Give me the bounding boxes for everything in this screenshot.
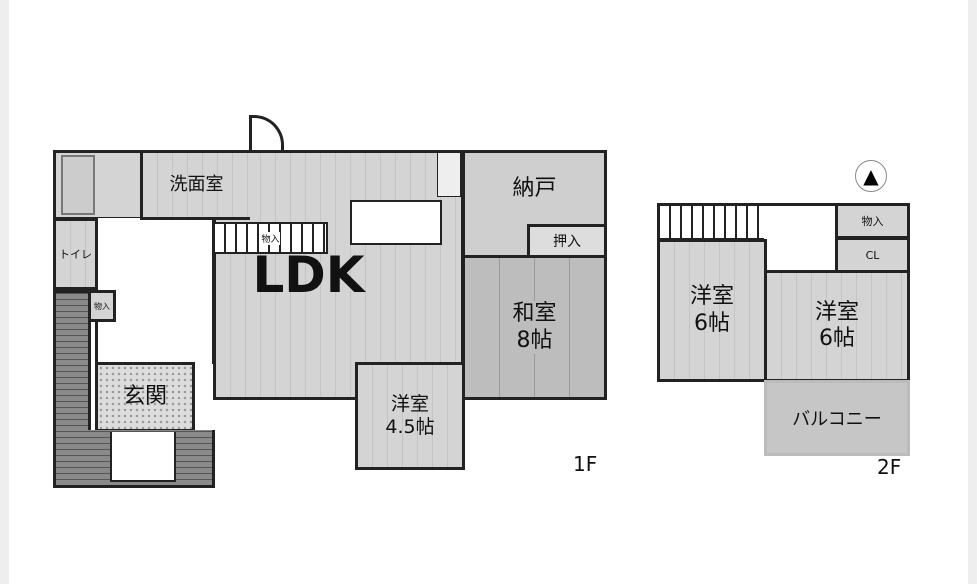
room-storage-2f: 物入 bbox=[835, 203, 910, 239]
room-label: CL bbox=[865, 248, 880, 262]
left-margin bbox=[0, 0, 9, 584]
staircase[interactable]: 物入 bbox=[213, 222, 328, 254]
room-size: 8帖 bbox=[516, 327, 553, 354]
room-storage: 物入 bbox=[88, 290, 116, 322]
room-size: 4.5帖 bbox=[385, 416, 435, 438]
kitchen-counter bbox=[350, 200, 442, 245]
floor-label-2f: 2F bbox=[877, 455, 902, 479]
room-label: 洗面室 bbox=[169, 174, 224, 196]
room-size: 6帖 bbox=[819, 326, 855, 351]
hall-2f bbox=[764, 203, 837, 273]
room-size: 6帖 bbox=[694, 310, 730, 336]
room-ldk: LDK bbox=[213, 150, 464, 400]
room-label: 物入 bbox=[861, 215, 884, 228]
room-label: バルコニー bbox=[792, 409, 882, 430]
room-label: 押入 bbox=[553, 234, 581, 250]
balcony: バルコニー bbox=[764, 380, 910, 456]
room-closet: CL bbox=[835, 237, 910, 273]
room-label: 洋室 bbox=[689, 284, 734, 310]
stove bbox=[437, 152, 461, 197]
room-label: 納戸 bbox=[512, 175, 557, 201]
room-genkan: 玄関 bbox=[95, 362, 195, 432]
room-oshiire: 押入 bbox=[527, 224, 607, 258]
room-washroom: 洗面室 bbox=[140, 150, 250, 220]
staircase-2f[interactable] bbox=[657, 203, 767, 241]
room-label: 物入 bbox=[94, 301, 110, 311]
room-toilet: トイレ bbox=[53, 218, 98, 290]
floor-label-1f: 1F bbox=[573, 452, 598, 476]
room-label: トイレ bbox=[59, 248, 92, 261]
right-margin bbox=[968, 0, 977, 584]
room-label: 玄関 bbox=[122, 383, 167, 409]
bathroom bbox=[53, 150, 143, 220]
room-label: 洋室 bbox=[390, 393, 429, 416]
entrance-door bbox=[110, 432, 176, 482]
room-label: 和室 bbox=[512, 301, 557, 328]
north-arrow-icon: ▲ bbox=[855, 160, 887, 192]
room-label: 洋室 bbox=[814, 299, 859, 325]
room-label: 物入 bbox=[261, 231, 280, 245]
room-label: LDK bbox=[252, 246, 365, 304]
